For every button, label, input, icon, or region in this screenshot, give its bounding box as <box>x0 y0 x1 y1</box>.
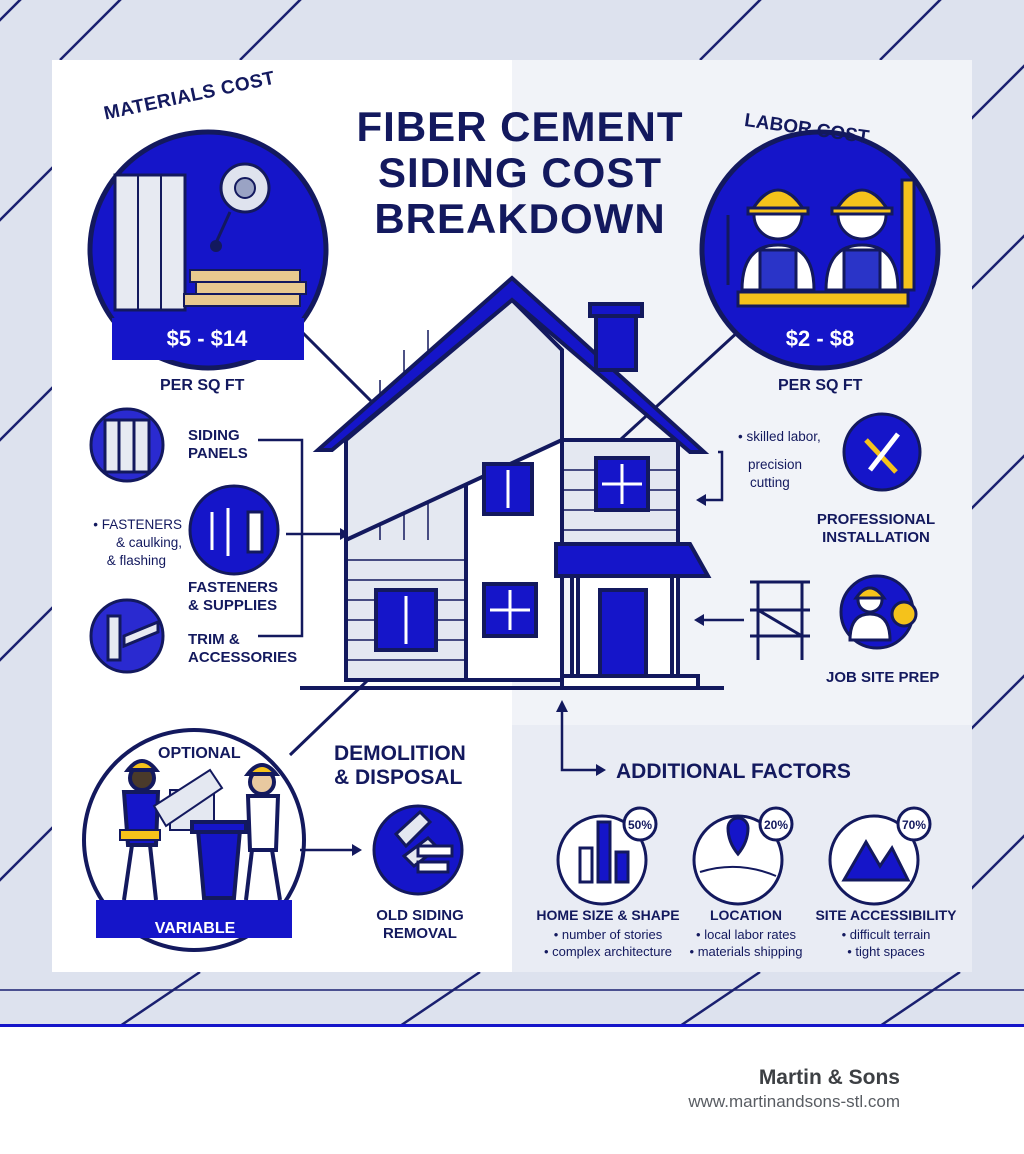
demolition-circle <box>82 728 306 952</box>
illustration-layer <box>82 129 941 952</box>
materials-bracket <box>258 438 304 638</box>
fasteners-note-3: & flashing <box>106 553 166 568</box>
additional-factors-heading: ADDITIONAL FACTORS <box>616 760 851 783</box>
brand-name: Martin & Sons <box>758 1066 900 1089</box>
old-siding-removal-2: REMOVAL <box>383 925 457 942</box>
old-siding-icon <box>372 804 464 896</box>
page-title: FIBER CEMENT SIDING COST BREAKDOWN <box>330 104 710 242</box>
home-size-icon <box>556 806 658 906</box>
labor-note-2: precision <box>748 457 803 472</box>
fasteners-note-2: & caulking, <box>115 535 182 550</box>
labor-circle <box>699 129 941 371</box>
siding-panels-label-2: PANELS <box>188 445 248 462</box>
scaffold-icon <box>750 580 810 660</box>
professional-installation-2: INSTALLATION <box>822 529 930 546</box>
demolition-variable-label: VARIABLE <box>154 920 236 937</box>
title-line-1: FIBER CEMENT <box>356 103 684 150</box>
labor-unit: PER SQ FT <box>778 377 863 394</box>
factor-badge-3: 70% <box>901 818 927 832</box>
factor-detail-1b: • complex architecture <box>543 944 673 959</box>
brand-url[interactable]: www.martinandsons-stl.com <box>688 1092 900 1111</box>
factor-detail-2a: • local labor rates <box>696 927 796 942</box>
materials-unit: PER SQ FT <box>160 377 245 394</box>
demolition-heading-2: & DISPOSAL <box>334 766 463 789</box>
factor-badge-1: 50% <box>627 818 653 832</box>
footer-divider <box>0 1024 1024 1027</box>
trim-label-2: ACCESSORIES <box>188 649 298 666</box>
fasteners-icon <box>188 484 280 576</box>
fasteners-label-2: & SUPPLIES <box>188 597 278 614</box>
factor-detail-1a: • number of stories <box>553 927 663 942</box>
tools-icon <box>842 412 922 492</box>
factor-name-3: SITE ACCESSIBILITY <box>815 907 957 923</box>
factor-name-2: LOCATION <box>709 907 783 923</box>
labor-price: $2 - $8 <box>785 326 855 351</box>
factor-name-1: HOME SIZE & SHAPE <box>536 907 680 923</box>
fasteners-note-1: • FASTENERS <box>93 517 182 532</box>
location-icon <box>692 806 794 906</box>
accessibility-icon <box>828 806 932 906</box>
trim-icon <box>89 598 165 674</box>
labor-note-3: cutting <box>750 475 790 490</box>
professional-installation-1: PROFESSIONAL <box>816 511 936 528</box>
labor-note-1: • skilled labor, <box>738 429 821 444</box>
materials-price: $5 - $14 <box>166 326 248 351</box>
demolition-heading-1: DEMOLITION <box>334 742 466 765</box>
title-line-3: BREAKDOWN <box>374 195 666 242</box>
job-site-prep-label: JOB SITE PREP <box>826 669 940 686</box>
old-siding-removal-1: OLD SIDING <box>376 907 464 924</box>
factor-badge-2: 20% <box>763 818 789 832</box>
factor-detail-2b: • materials shipping <box>689 944 803 959</box>
fasteners-label-1: FASTENERS <box>188 579 279 596</box>
demolition-optional-label: OPTIONAL <box>158 745 241 762</box>
title-line-2: SIDING COST <box>377 149 663 196</box>
materials-circle <box>87 129 329 371</box>
trim-label-1: TRIM & <box>188 631 240 648</box>
factor-detail-3b: • tight spaces <box>847 944 925 959</box>
factor-detail-3a: • difficult terrain <box>841 927 931 942</box>
house-illustration <box>300 275 724 690</box>
siding-panels-icon <box>89 407 165 483</box>
labor-connector <box>618 328 742 442</box>
worker-icon <box>839 574 918 650</box>
siding-panels-label-1: SIDING <box>188 427 240 444</box>
